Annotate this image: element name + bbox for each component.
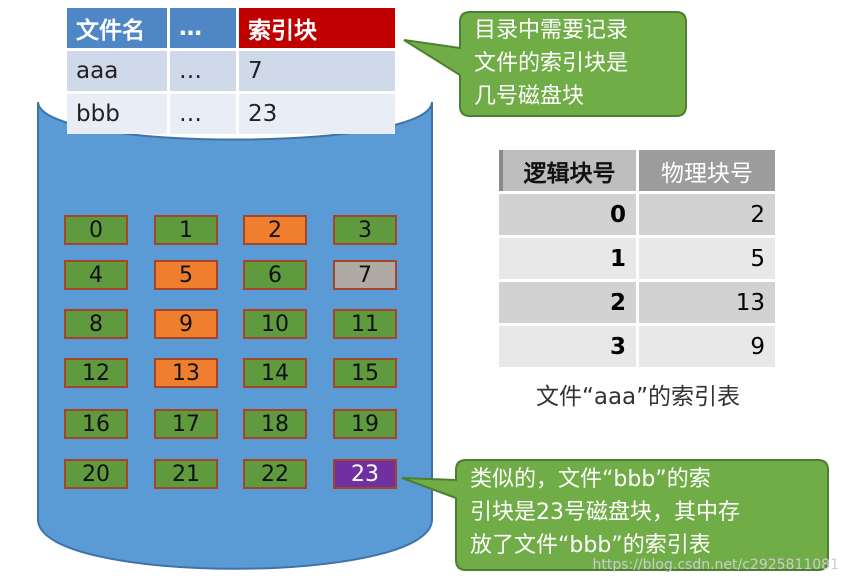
dir-cell-ellipsis: … (170, 94, 236, 134)
disk-block-20: 20 (64, 459, 128, 489)
dir-header-index-block: 索引块 (239, 8, 395, 48)
callout-line: 放了文件“bbb”的索引表 (470, 533, 711, 558)
table-row: 2 13 (499, 282, 775, 323)
disk-block-0: 0 (64, 215, 128, 245)
table-row: bbb … 23 (67, 94, 395, 134)
index-table: 逻辑块号 物理块号 0 2 1 5 2 13 3 9 (496, 147, 778, 370)
disk-block-4: 4 (64, 260, 128, 290)
dir-cell-filename: aaa (67, 51, 167, 91)
disk-block-18: 18 (243, 409, 307, 439)
table-row: aaa … 7 (67, 51, 395, 91)
index-cell-physical: 13 (639, 282, 775, 323)
disk-block-8: 8 (64, 309, 128, 339)
index-cell-logical: 2 (499, 282, 636, 323)
disk-block-7: 7 (333, 260, 397, 290)
dir-cell-index-block: 7 (239, 51, 395, 91)
callout-line: 引块是23号磁盘块，其中存 (470, 500, 740, 525)
callout-line: 文件的索引块是 (474, 51, 629, 76)
callout-top-text: 目录中需要记录 文件的索引块是 几号磁盘块 (474, 14, 628, 113)
callout-bottom-bubble (401, 459, 829, 571)
disk-block-9: 9 (154, 309, 218, 339)
index-cell-physical: 9 (639, 326, 775, 367)
watermark: https://blog.csdn.net/c2925811081 (592, 557, 839, 573)
table-row: 0 2 (499, 194, 775, 235)
disk-block-3: 3 (333, 215, 397, 245)
index-cell-logical: 1 (499, 238, 636, 279)
disk-block-5: 5 (154, 260, 218, 290)
index-header-logical: 逻辑块号 (499, 150, 636, 191)
table-row: 1 5 (499, 238, 775, 279)
disk-block-16: 16 (64, 409, 128, 439)
callout-line: 几号磁盘块 (474, 84, 585, 109)
index-table-caption: 文件“aaa”的索引表 (535, 384, 741, 410)
index-cell-physical: 2 (639, 194, 775, 235)
disk-block-23: 23 (333, 459, 397, 489)
dir-cell-index-block: 23 (239, 94, 395, 134)
disk-block-10: 10 (243, 309, 307, 339)
disk-block-14: 14 (243, 358, 307, 388)
disk-block-21: 21 (154, 459, 218, 489)
disk-block-12: 12 (64, 358, 128, 388)
disk-block-11: 11 (333, 309, 397, 339)
index-cell-logical: 0 (499, 194, 636, 235)
dir-header-ellipsis: … (170, 8, 236, 48)
disk-block-22: 22 (243, 459, 307, 489)
index-header-physical: 物理块号 (639, 150, 775, 191)
table-row: 3 9 (499, 326, 775, 367)
disk-block-1: 1 (154, 215, 218, 245)
disk-block-19: 19 (333, 409, 397, 439)
callout-line: 类似的，文件“bbb”的索 (470, 467, 711, 492)
callout-line: 目录中需要记录 (474, 18, 629, 43)
disk-block-13: 13 (154, 358, 218, 388)
dir-cell-filename: bbb (67, 94, 167, 134)
callout-top-bubble (403, 11, 687, 117)
index-cell-logical: 3 (499, 326, 636, 367)
dir-cell-ellipsis: … (170, 51, 236, 91)
index-cell-physical: 5 (639, 238, 775, 279)
callout-bottom-text: 类似的，文件“bbb”的索 引块是23号磁盘块，其中存 放了文件“bbb”的索引… (470, 463, 740, 562)
disk-block-6: 6 (243, 260, 307, 290)
disk-block-15: 15 (333, 358, 397, 388)
directory-table: 文件名 … 索引块 aaa … 7 bbb … 23 (64, 5, 398, 137)
disk-block-2: 2 (243, 215, 307, 245)
dir-header-filename: 文件名 (67, 8, 167, 48)
disk-block-17: 17 (154, 409, 218, 439)
